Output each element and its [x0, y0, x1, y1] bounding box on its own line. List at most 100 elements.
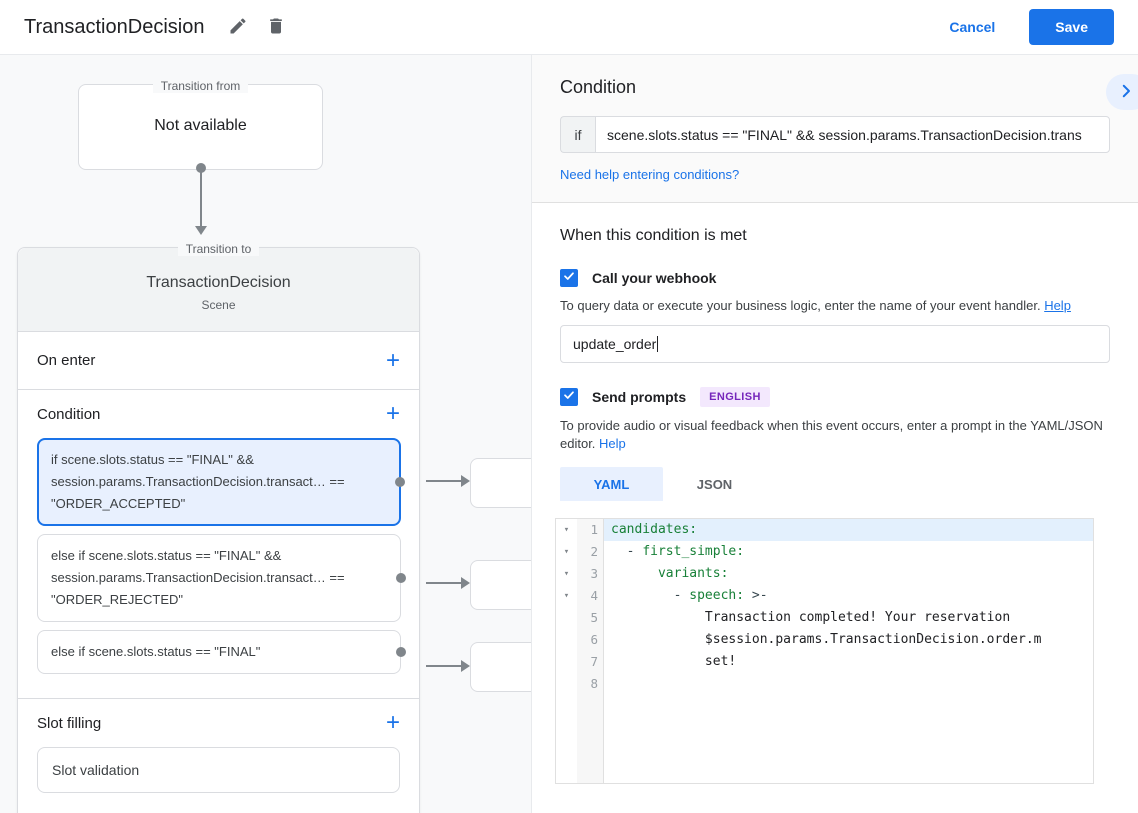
- text-cursor: [657, 336, 659, 352]
- connector-dot: [196, 163, 206, 173]
- add-slot-button[interactable]: +: [385, 709, 400, 736]
- fold-gutter: [556, 651, 577, 673]
- page-title: TransactionDecision: [24, 15, 205, 38]
- condition-header-section: Condition if scene.slots.status == "FINA…: [532, 55, 1138, 203]
- editor-format-tabs: YAML JSON: [560, 467, 1110, 501]
- connector-line: [200, 172, 202, 227]
- checkmark-icon: [563, 388, 575, 406]
- editor-line: ▾4 - speech: >-: [556, 585, 1093, 607]
- transition-target-node[interactable]: [470, 458, 531, 508]
- transition-target-node[interactable]: [470, 642, 531, 692]
- transition-from-label: Transition from: [79, 77, 322, 95]
- trash-icon: [266, 16, 286, 39]
- tab-yaml[interactable]: YAML: [560, 467, 663, 501]
- condition-card[interactable]: if scene.slots.status == "FINAL" && sess…: [37, 438, 405, 526]
- prompts-description: To provide audio or visual feedback when…: [560, 418, 1103, 451]
- pencil-icon: [228, 16, 248, 39]
- tab-json[interactable]: JSON: [696, 476, 733, 492]
- condition-text: else if scene.slots.status == "FINAL": [51, 644, 261, 659]
- code-line[interactable]: $session.params.TransactionDecision.orde…: [611, 632, 1042, 647]
- fold-arrow-icon[interactable]: ▾: [556, 563, 577, 585]
- code-line[interactable]: - first_simple:: [611, 544, 745, 559]
- line-number: 6: [577, 629, 604, 651]
- line-number: 5: [577, 607, 604, 629]
- event-handler-input[interactable]: update_order: [560, 325, 1110, 363]
- conditions-help-link[interactable]: Need help entering conditions?: [560, 167, 740, 182]
- delete-scene-button[interactable]: [260, 11, 292, 43]
- collapse-panel-button[interactable]: [1106, 74, 1138, 110]
- condition-section: Condition + if scene.slots.status == "FI…: [18, 390, 419, 699]
- line-number: 7: [577, 651, 604, 673]
- transition-to-card: Transition to TransactionDecision Scene …: [17, 242, 420, 813]
- call-webhook-label: Call your webhook: [592, 270, 717, 286]
- condition-list: if scene.slots.status == "FINAL" && sess…: [18, 438, 419, 674]
- on-enter-section: On enter +: [18, 332, 419, 390]
- edit-scene-button[interactable]: [222, 11, 254, 43]
- save-button[interactable]: Save: [1029, 9, 1114, 45]
- scene-card-header: TransactionDecision Scene: [18, 248, 419, 332]
- code-line[interactable]: Transaction completed! Your reservation: [611, 610, 1011, 625]
- fold-gutter: [556, 629, 577, 651]
- send-prompts-checkbox[interactable]: [560, 388, 578, 406]
- connector-line: [426, 480, 462, 482]
- transition-from-box: Transition from Not available: [78, 79, 323, 170]
- condition-expression-input[interactable]: scene.slots.status == "FINAL" && session…: [595, 116, 1110, 153]
- editor-line: ▾3 variants:: [556, 563, 1093, 585]
- code-line[interactable]: - speech: >-: [611, 588, 768, 603]
- connector-line: [426, 582, 462, 584]
- line-number: 2: [577, 541, 604, 563]
- condition-detail-panel: Condition if scene.slots.status == "FINA…: [531, 55, 1138, 813]
- editor-line: 8: [556, 673, 1093, 695]
- connector-line: [426, 665, 462, 667]
- connector-dot: [395, 477, 405, 487]
- fold-arrow-icon[interactable]: ▾: [556, 541, 577, 563]
- transition-from-content: Not available: [154, 117, 247, 134]
- condition-card[interactable]: else if scene.slots.status == "FINAL" &&…: [37, 534, 406, 622]
- add-condition-button[interactable]: +: [385, 400, 400, 427]
- transition-target-node[interactable]: [470, 560, 531, 610]
- fold-arrow-icon[interactable]: ▾: [556, 519, 577, 541]
- condition-card[interactable]: else if scene.slots.status == "FINAL": [37, 630, 406, 674]
- code-line[interactable]: set!: [611, 654, 737, 669]
- condition-text: if scene.slots.status == "FINAL" && sess…: [51, 452, 345, 511]
- scene-type: Scene: [201, 298, 236, 312]
- connector-dot: [396, 573, 406, 583]
- editor-line: 6 $session.params.TransactionDecision.or…: [556, 629, 1093, 651]
- top-bar: TransactionDecision Cancel Save: [0, 0, 1138, 55]
- on-enter-label: On enter: [37, 352, 96, 369]
- checkmark-icon: [563, 269, 575, 287]
- code-line[interactable]: variants:: [657, 566, 729, 581]
- add-on-enter-button[interactable]: +: [385, 346, 400, 374]
- scene-name: TransactionDecision: [146, 274, 291, 291]
- chevron-right-icon: [1117, 82, 1135, 103]
- when-condition-met-title: When this condition is met: [560, 227, 747, 244]
- arrow-right-icon: [461, 660, 470, 672]
- editor-line: 7 set!: [556, 651, 1093, 673]
- editor-line: 5 Transaction completed! Your reservatio…: [556, 607, 1093, 629]
- arrow-right-icon: [461, 577, 470, 589]
- language-badge: ENGLISH: [700, 387, 770, 407]
- fold-gutter: [556, 607, 577, 629]
- send-prompts-label: Send prompts: [592, 389, 687, 405]
- scene-flow-canvas: Transition from Not available Transition…: [0, 55, 531, 813]
- slot-validation-card[interactable]: Slot validation: [37, 747, 400, 793]
- arrow-down-icon: [195, 226, 207, 235]
- fold-gutter: [556, 673, 577, 695]
- panel-title: Condition: [560, 77, 637, 97]
- prompts-help-link[interactable]: Help: [599, 436, 626, 451]
- slot-filling-section: Slot filling +: [18, 699, 419, 747]
- webhook-help-link[interactable]: Help: [1044, 298, 1071, 313]
- call-webhook-checkbox[interactable]: [560, 269, 578, 287]
- editor-filler: [556, 695, 1093, 783]
- arrow-right-icon: [461, 475, 470, 487]
- fold-arrow-icon[interactable]: ▾: [556, 585, 577, 607]
- code-line[interactable]: [604, 673, 1093, 695]
- cancel-button[interactable]: Cancel: [949, 19, 996, 35]
- condition-section-label: Condition: [37, 405, 101, 423]
- condition-text: else if scene.slots.status == "FINAL" &&…: [51, 548, 345, 607]
- slot-filling-label: Slot filling: [37, 714, 102, 732]
- code-line[interactable]: candidates:: [604, 519, 1093, 541]
- line-number: 1: [577, 519, 604, 541]
